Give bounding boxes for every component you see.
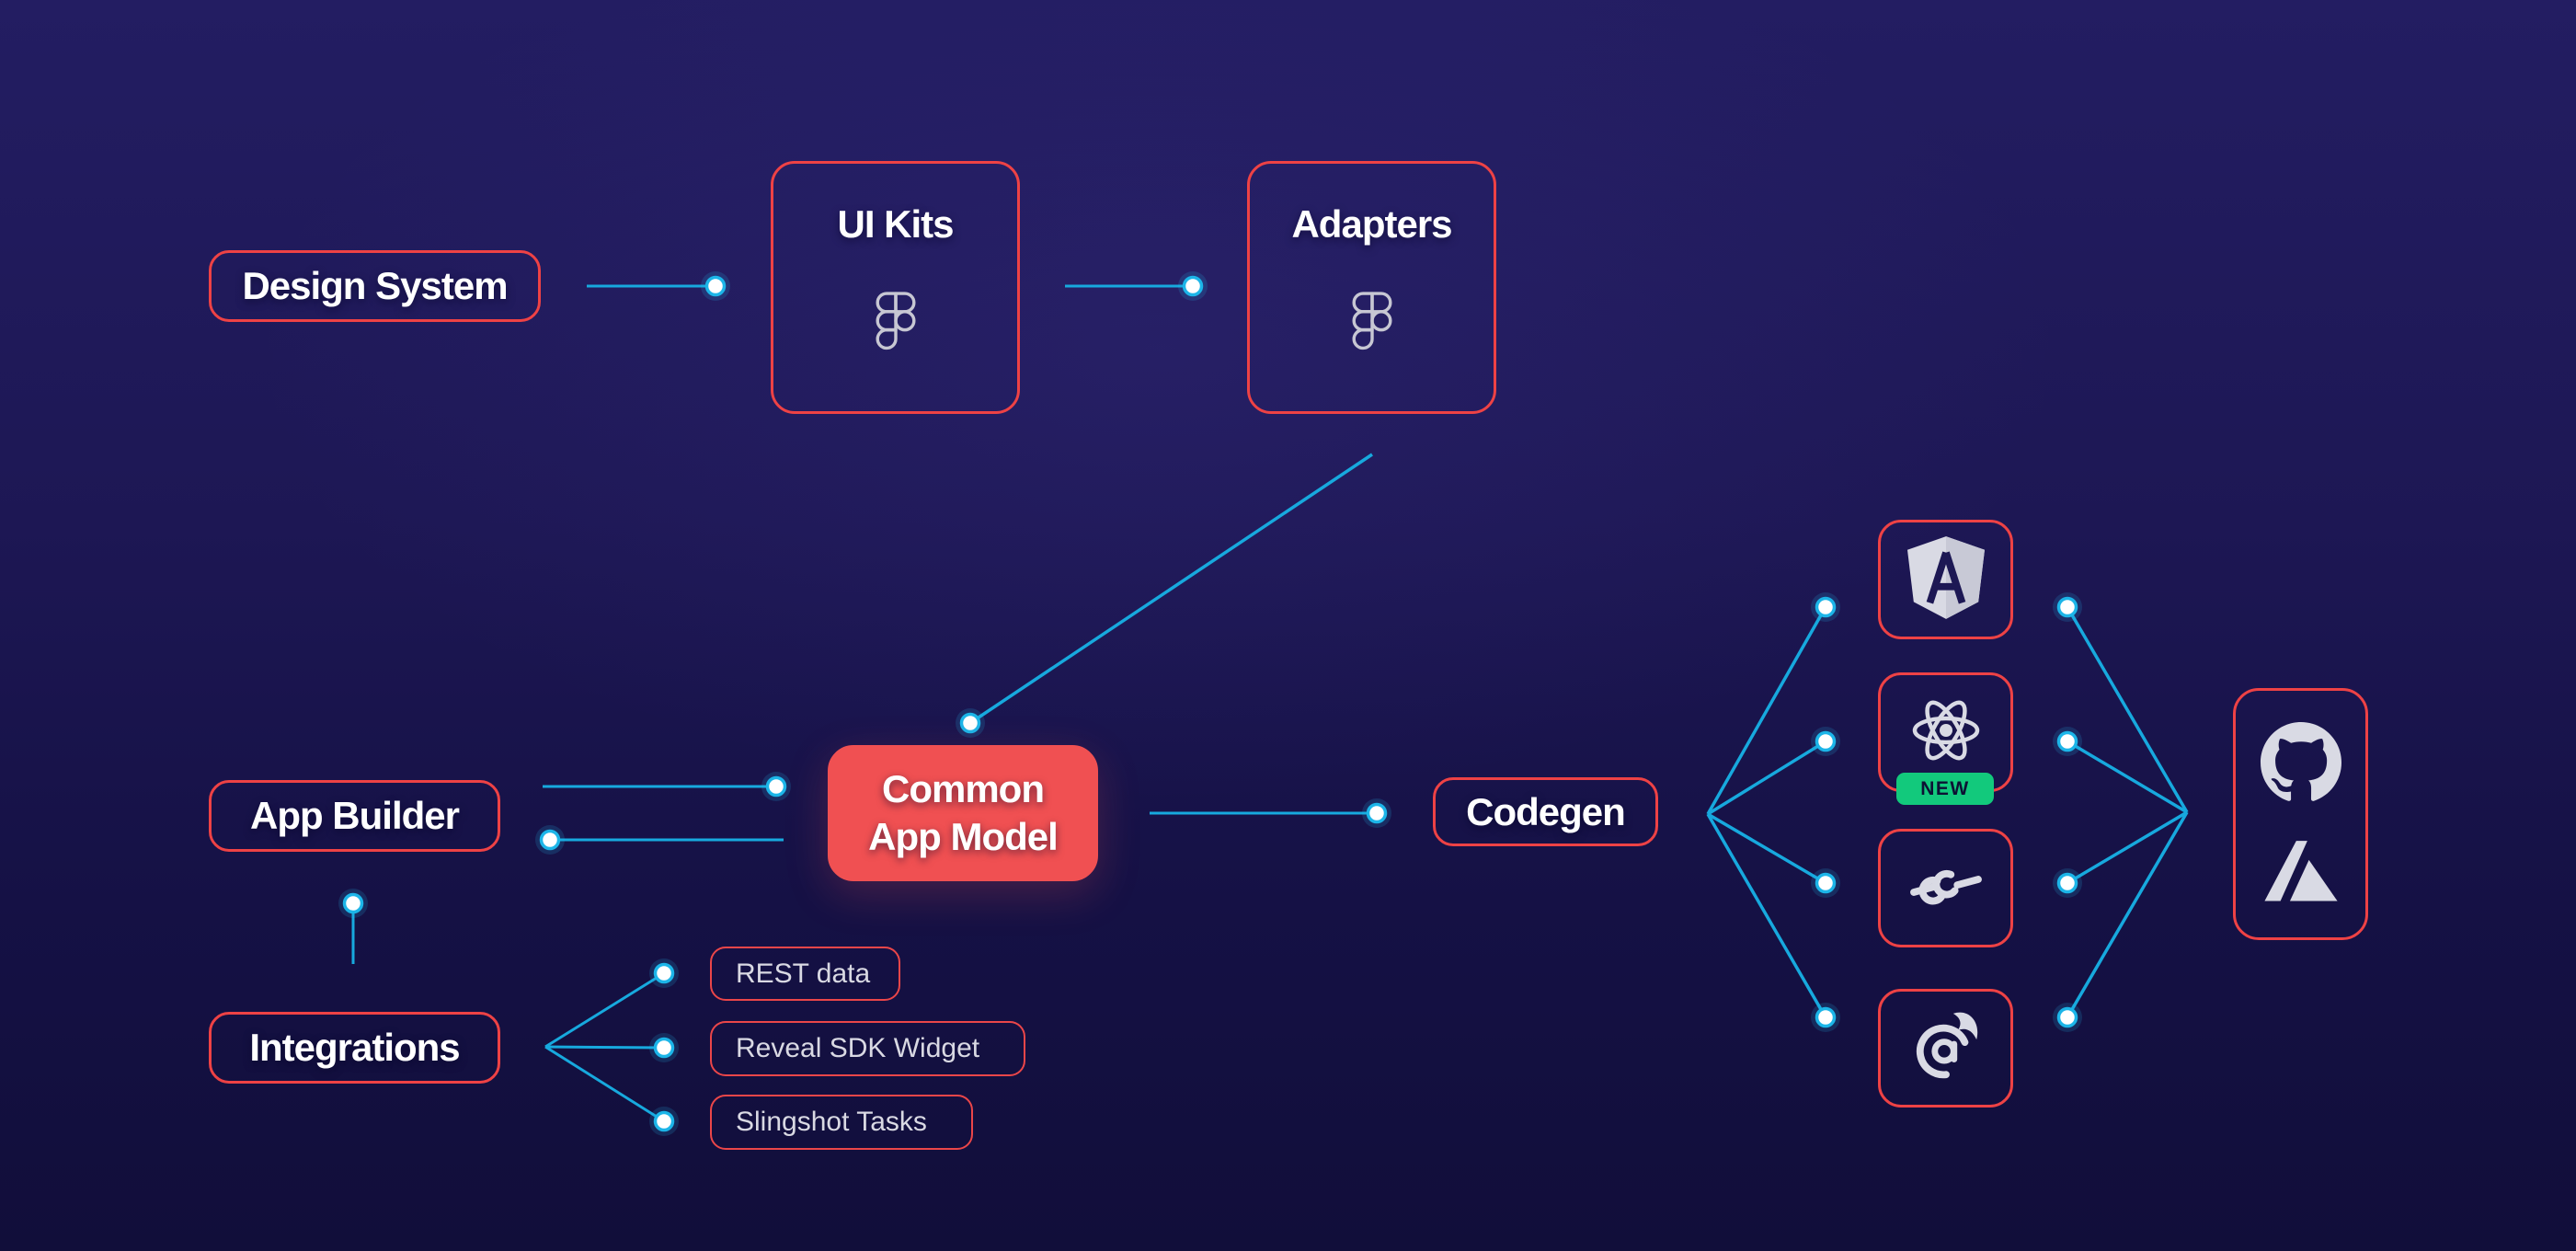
connector-codegen-react [1707,740,1826,816]
connector-web-components-github-azure [2067,810,2188,885]
connector-codegen-web-components [1707,812,1826,885]
node-design-system: Design System [209,250,541,322]
connector-dot-glow [2053,727,2082,756]
connector-dot-glow [1811,1003,1840,1032]
design-system-label: Design System [242,264,508,307]
connector-dot [653,1037,675,1059]
slingshot-tasks-label: Slingshot Tasks [736,1107,927,1137]
chip-slingshot-tasks: Slingshot Tasks [710,1095,973,1150]
connector-dot-glow [649,1033,679,1062]
connector-dot [2056,596,2078,618]
chip-rest-data: REST data [710,947,900,1001]
connector-dot [1366,802,1388,824]
connector-dot [1815,596,1837,618]
react-icon [1904,692,1988,774]
connector-dot-glow [1811,868,1840,898]
node-integrations: Integrations [209,1012,500,1084]
connector-dot [653,1110,675,1132]
common-app-model-line2: App Model [868,815,1059,858]
ui-kits-label: UI Kits [837,202,954,246]
chip-reveal-sdk-widget: Reveal SDK Widget [710,1021,1025,1076]
connector-dot-glow [2053,1003,2082,1032]
node-adapters: Adapters [1247,161,1496,414]
connector-adapters-common-app-model [969,453,1373,725]
connector-dot-glow [1811,592,1840,622]
node-ui-kits: UI Kits [771,161,1020,414]
rest-data-label: REST data [736,958,871,989]
figma-icon [1351,291,1393,362]
reveal-sdk-widget-label: Reveal SDK Widget [736,1033,980,1063]
connector-dot-glow [338,889,368,918]
connector-dot [2056,1006,2078,1028]
connector-dot [765,775,787,798]
connector-angular-github-azure [2066,606,2189,813]
connector-dot [1182,275,1204,297]
connector-dot-glow [535,825,565,855]
common-app-model-line1: Common [882,766,1045,810]
connector-dot [2056,730,2078,752]
connector-react-github-azure [2067,740,2188,814]
connector-dot [2056,872,2078,894]
connector-blazor-github-azure [2066,811,2189,1018]
codegen-label: Codegen [1466,789,1626,833]
connector-dot-glow [2053,592,2082,622]
web-components-icon [1906,860,1986,916]
connector-dot [1815,872,1837,894]
azure-icon [2261,839,2341,906]
connector-dot [704,275,727,297]
connector-integrations-reveal-sdk [544,1045,665,1050]
connector-dot-glow [649,1107,679,1136]
connector-dot-glow [1178,271,1208,301]
connector-dot [653,962,675,984]
blazor-icon [1910,1010,1982,1086]
node-codegen: Codegen [1433,777,1658,846]
connector-codegen-blazor [1706,813,1827,1018]
connector-dot-glow [1362,798,1391,828]
node-web-components [1878,829,2013,947]
connector-dot-glow [2053,868,2082,898]
connector-dot [1815,1006,1837,1028]
node-common-app-model: Common App Model [828,745,1098,881]
node-github-azure [2233,688,2368,940]
connector-dot-glow [701,271,730,301]
connector-dot-glow [761,772,791,801]
new-badge: NEW [1896,773,1994,805]
github-icon [2260,722,2342,808]
app-builder-label: App Builder [250,794,460,837]
connector-dot-glow [956,708,985,738]
angular-icon [1906,535,1985,624]
node-blazor [1878,989,2013,1108]
node-angular [1878,520,2013,639]
connector-integrations-slingshot [544,1045,665,1123]
new-badge-label: NEW [1920,777,1970,799]
connector-dot [1815,730,1837,752]
connector-integrations-rest-data [544,971,665,1049]
connector-dot [539,829,561,851]
connector-dot [342,892,364,914]
connector-dot [959,712,981,734]
adapters-label: Adapters [1291,202,1452,246]
connector-dot-glow [1811,727,1840,756]
node-app-builder: App Builder [209,780,500,852]
connector-codegen-angular [1706,606,1827,815]
figma-icon [875,291,917,362]
integrations-label: Integrations [249,1026,460,1069]
connector-dot-glow [649,958,679,988]
